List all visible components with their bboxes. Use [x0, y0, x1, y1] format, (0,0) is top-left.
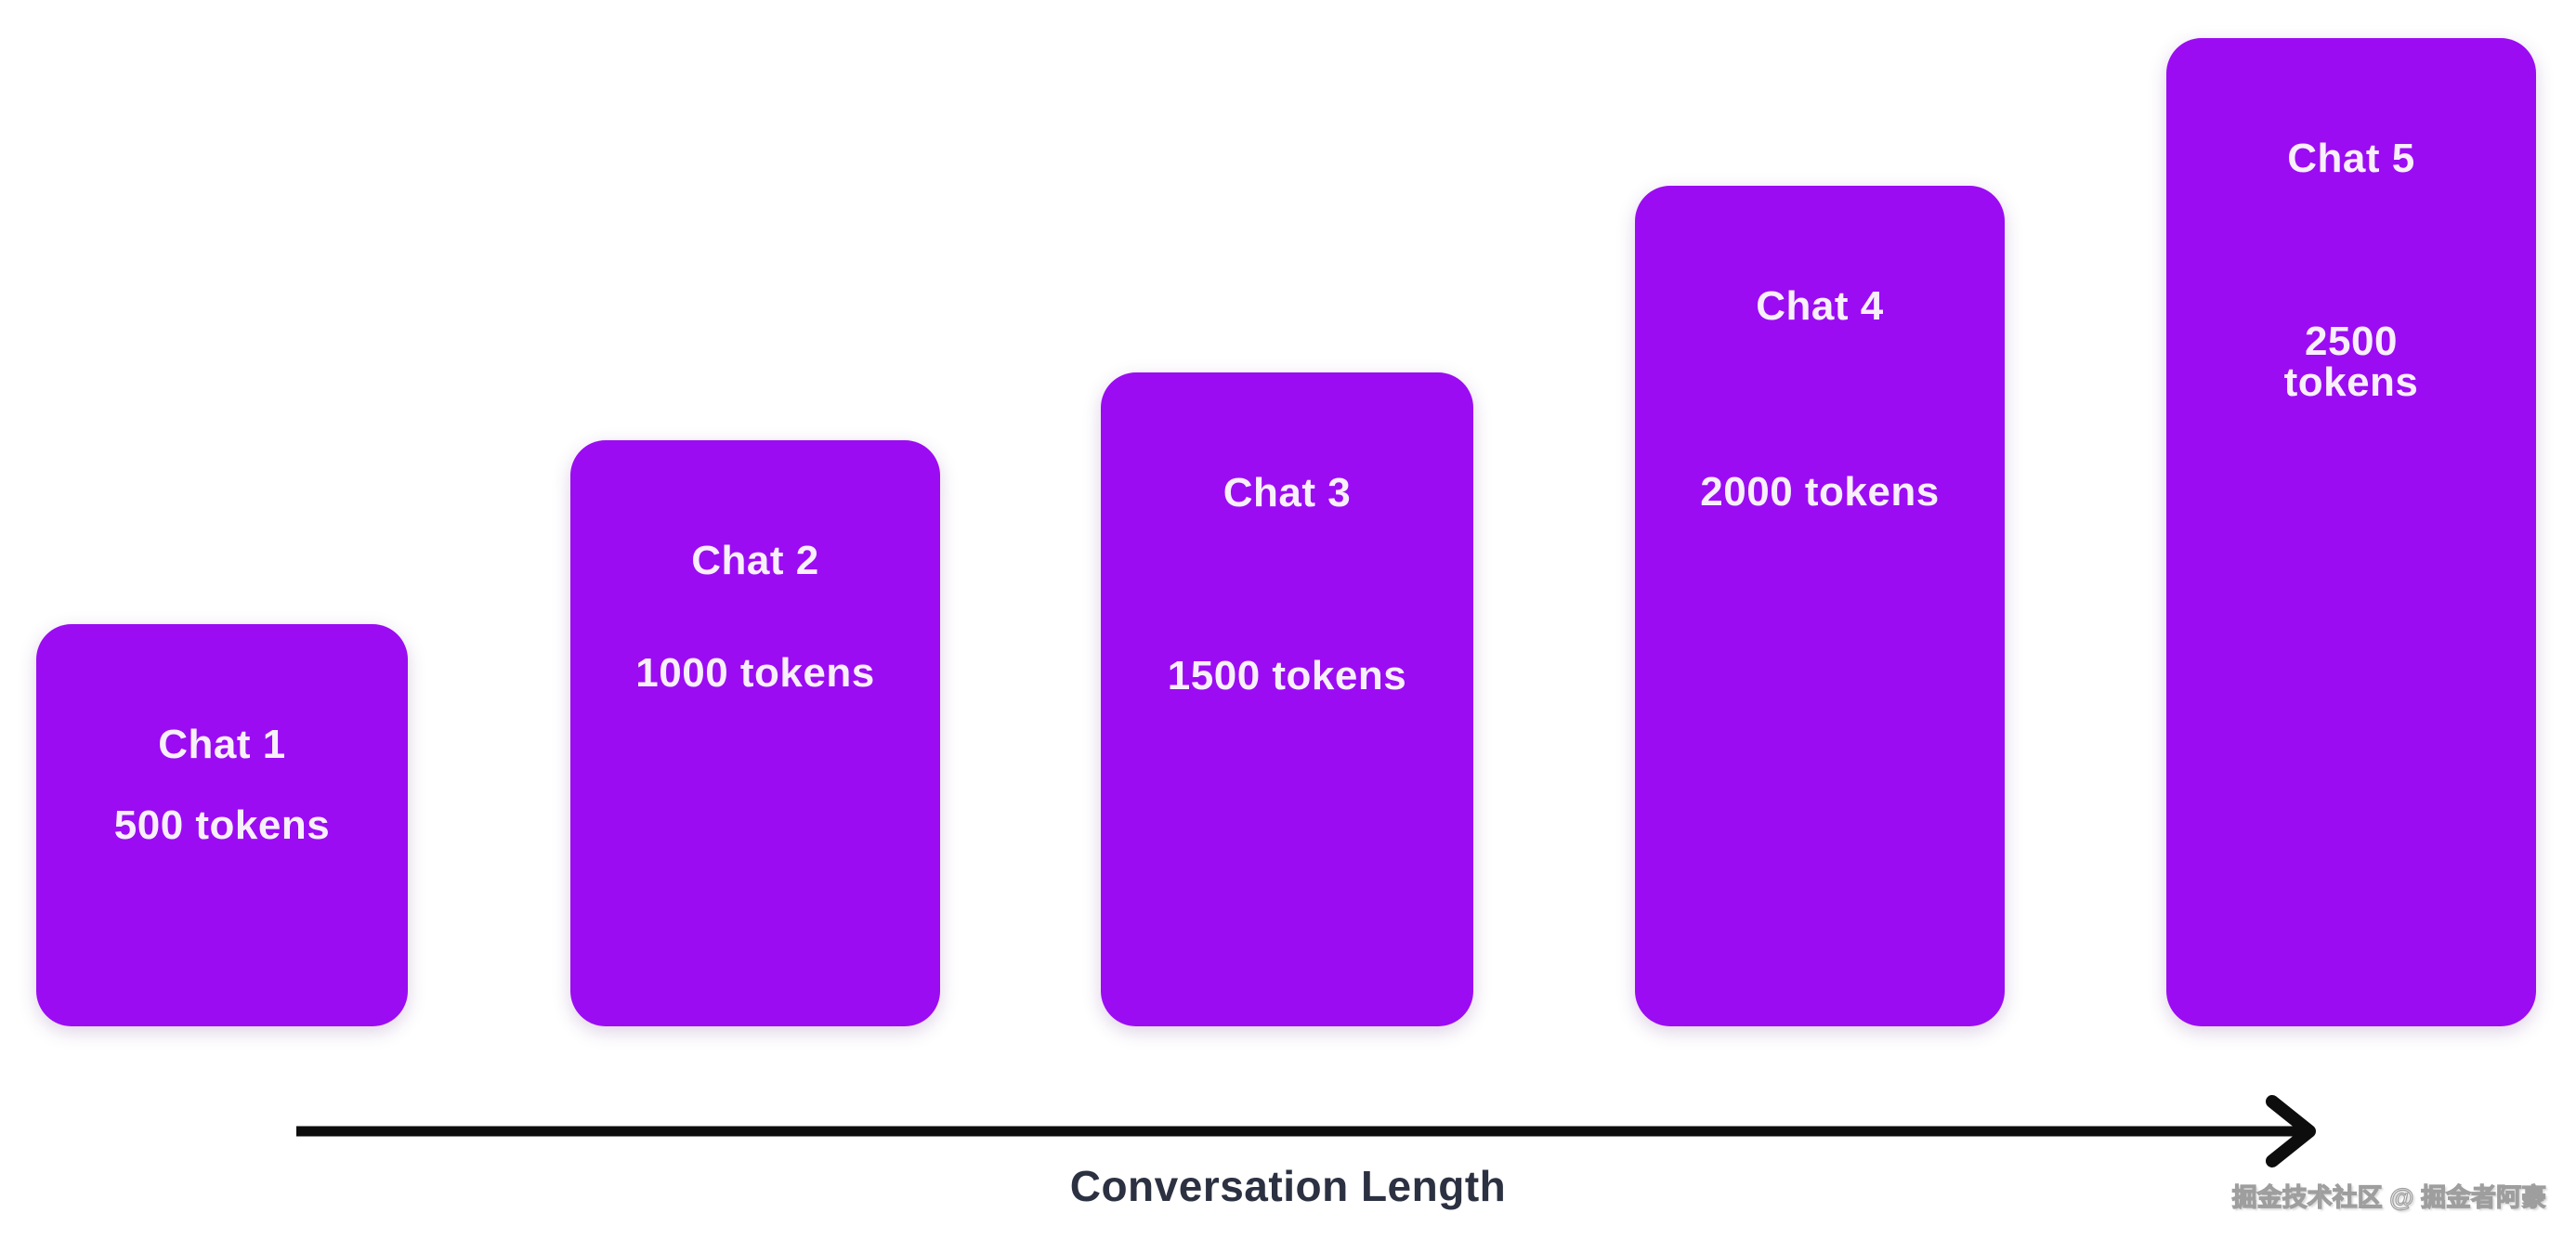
bar-chat-5-label: Chat 5	[2287, 136, 2415, 181]
bar-chat-1-label: Chat 1	[158, 722, 286, 767]
bar-chat-3: Chat 3 1500 tokens	[1101, 372, 1473, 1026]
bar-chat-3-tokens: 1500 tokens	[1167, 653, 1407, 698]
watermark-text: 掘金技术社区 @ 掘金者阿豪	[2231, 1183, 2547, 1212]
bar-chat-2: Chat 2 1000 tokens	[570, 440, 940, 1026]
bar-chat-1-tokens: 500 tokens	[113, 802, 331, 848]
bar-chat-5: Chat 5 2500 tokens	[2166, 38, 2536, 1026]
bar-chat-2-tokens: 1000 tokens	[635, 650, 875, 696]
bar-chat-4-label: Chat 4	[1756, 283, 1884, 329]
bar-chat-4-tokens: 2000 tokens	[1700, 469, 1940, 515]
bar-chat-5-tokens: 2500 tokens	[2283, 319, 2419, 405]
bar-chat-3-label: Chat 3	[1223, 470, 1352, 515]
bar-chat-2-label: Chat 2	[691, 538, 819, 583]
arrow-head-icon	[2266, 1095, 2316, 1167]
bar-chat-1: Chat 1 500 tokens	[36, 624, 408, 1026]
bar-chat-4: Chat 4 2000 tokens	[1635, 186, 2005, 1026]
x-axis-label: Conversation Length	[1069, 1162, 1507, 1210]
